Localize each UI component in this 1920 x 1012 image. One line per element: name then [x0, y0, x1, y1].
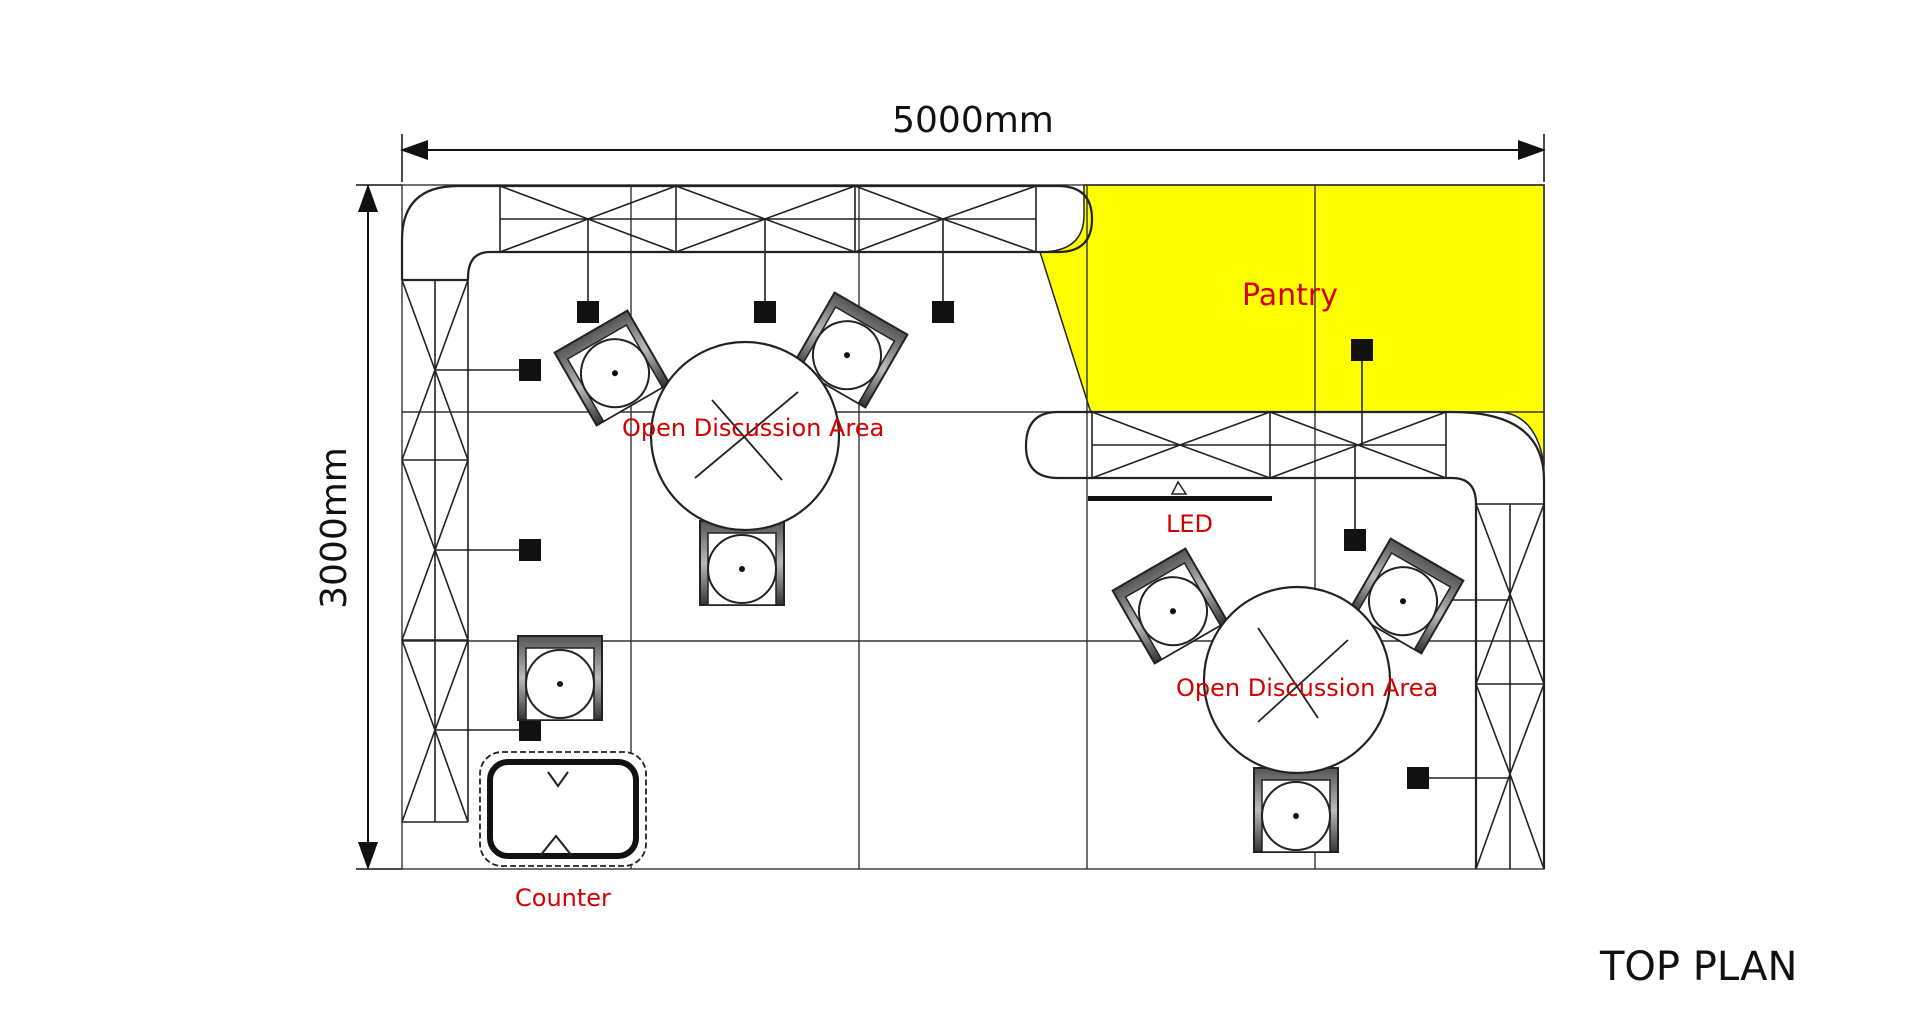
spotlights: [435, 219, 1510, 789]
right-truss-wall: [1475, 503, 1545, 870]
spotlight-icon: [1344, 529, 1366, 551]
open-discussion-area-2-label: Open Discussion Area: [1176, 674, 1438, 702]
width-dimension: 5000mm: [400, 100, 1546, 182]
spotlight-icon: [1407, 767, 1429, 789]
height-dimension-label: 3000mm: [314, 447, 355, 609]
spotlight-icon: [754, 301, 776, 323]
discussion-table-2: [1111, 537, 1465, 853]
top-truss-wall: [400, 184, 1094, 282]
spotlight-icon: [519, 539, 541, 561]
chair: [1253, 767, 1339, 853]
width-dimension-label: 5000mm: [892, 100, 1054, 141]
led-label: LED: [1166, 510, 1213, 538]
page-title: TOP PLAN: [1599, 944, 1797, 990]
led-screen: [1088, 480, 1272, 501]
counter: [479, 751, 647, 867]
discussion-table-1: [553, 291, 909, 606]
spotlight-icon: [932, 301, 954, 323]
chair: [699, 520, 785, 606]
chair: [517, 635, 603, 721]
spotlight-icon: [1351, 339, 1373, 361]
open-discussion-area-1-label: Open Discussion Area: [622, 414, 884, 442]
spotlight-icon: [519, 359, 541, 381]
height-dimension: 3000mm: [314, 184, 402, 870]
spotlight-icon: [577, 301, 599, 323]
middle-truss-wall: [1024, 410, 1546, 869]
left-truss-wall: [401, 279, 469, 823]
chair: [553, 309, 671, 427]
pantry-label: Pantry: [1242, 278, 1338, 313]
pantry-area: [1038, 184, 1545, 466]
spotlight-icon: [519, 719, 541, 741]
counter-label: Counter: [515, 884, 611, 912]
